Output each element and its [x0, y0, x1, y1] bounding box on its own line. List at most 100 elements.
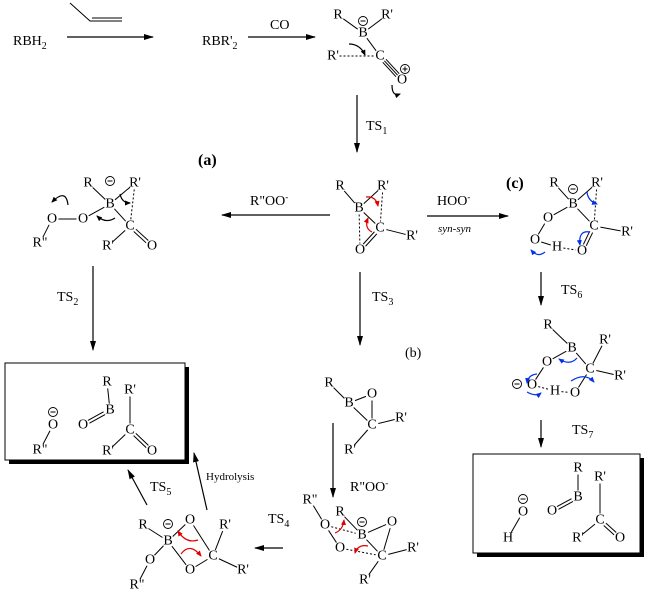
syn-syn-label: syn-syn	[438, 223, 471, 235]
electron-push-arrow	[119, 193, 131, 206]
atom-label: R'	[591, 176, 603, 191]
electron-push-arrow	[558, 357, 578, 364]
single-bond	[328, 530, 337, 543]
double-bond	[605, 522, 617, 533]
atom-label: H	[503, 531, 513, 546]
dashed-bond	[346, 548, 376, 556]
single-bond	[88, 206, 105, 217]
triple-bond	[385, 58, 400, 75]
electron-push-arrow	[391, 84, 401, 99]
single-bond	[575, 352, 587, 365]
atom-label: B	[357, 528, 366, 543]
atom-label: O	[527, 378, 537, 393]
single-bond	[537, 223, 546, 235]
atom-label: R'	[407, 541, 419, 556]
atom-label: R"	[32, 236, 47, 251]
atom-label: O	[547, 504, 557, 519]
atom-label: O	[185, 513, 195, 528]
atom-label: B	[568, 197, 577, 212]
arrow-ts5	[127, 469, 148, 506]
single-bond	[171, 545, 187, 566]
triple-bond	[382, 61, 397, 78]
double-bond	[558, 501, 574, 510]
single-bond	[42, 224, 50, 238]
atom-label: R	[83, 176, 93, 191]
atom-label: R'	[219, 518, 231, 533]
single-bond	[107, 388, 110, 404]
double-bond	[89, 414, 106, 424]
electron-push-arrow	[348, 43, 366, 56]
atom-label: O	[78, 418, 88, 433]
single-bond	[557, 187, 570, 200]
atom-label: O	[387, 515, 397, 530]
atom-label: O	[615, 531, 625, 546]
single-bond	[552, 350, 567, 360]
reagent-hydroperoxide: HOO-	[437, 192, 470, 209]
single-bond	[363, 212, 376, 224]
single-bond	[553, 206, 568, 216]
atom-label: O	[570, 386, 580, 401]
atom-label: B	[567, 341, 576, 356]
electron-push-arrow	[334, 519, 346, 534]
atom-label: R	[335, 505, 345, 520]
single-bond	[354, 395, 367, 402]
alkene-reagent	[69, 2, 122, 22]
double-bond	[87, 411, 104, 421]
double-bond	[365, 233, 378, 247]
single-bond	[333, 387, 345, 399]
atom-label: O	[48, 418, 58, 433]
atom-label: O	[518, 505, 528, 520]
ts5-label: TS5	[150, 480, 171, 498]
single-bond	[383, 528, 391, 550]
single-bond	[577, 208, 590, 222]
single-bond	[378, 419, 395, 424]
single-bond	[214, 530, 224, 551]
single-bond	[218, 558, 238, 568]
double-bond	[603, 525, 615, 536]
ts7-label: TS7	[572, 423, 593, 441]
double-bond	[585, 232, 594, 247]
atom-label: C	[375, 221, 384, 236]
product-box-a	[4, 362, 186, 461]
atom-label: B	[105, 403, 114, 418]
atom-label: O	[335, 541, 345, 556]
atom-label: O	[185, 563, 195, 578]
electron-push-arrow	[576, 231, 591, 246]
negative-charge-icon	[568, 184, 578, 194]
single-bond	[172, 524, 186, 537]
hydrolysis-label: Hydrolysis	[206, 471, 254, 483]
atom-label: O	[397, 73, 407, 88]
atom-label: R'	[406, 229, 418, 244]
ts4-label: TS4	[268, 512, 289, 530]
single-bond	[342, 18, 359, 30]
double-bond	[135, 432, 149, 446]
atom-label: R'	[102, 239, 114, 254]
ts3-label: TS3	[372, 290, 393, 308]
atom-label: O	[542, 355, 552, 370]
single-bond	[510, 517, 521, 533]
double-bond	[135, 228, 149, 241]
atom-label: O	[355, 243, 365, 258]
electron-push-arrow	[177, 530, 199, 542]
atom-label: O	[47, 212, 57, 227]
single-bond	[582, 523, 596, 535]
atom-label: O	[577, 244, 587, 259]
single-bond	[535, 367, 544, 380]
atom-label: B	[344, 396, 353, 411]
electron-push-arrow	[530, 249, 546, 256]
electron-push-arrow	[96, 215, 116, 222]
atom-label: R'	[102, 444, 114, 459]
electron-push-arrow	[363, 217, 373, 233]
atom-label: C	[125, 423, 134, 438]
atom-label: C	[585, 362, 594, 377]
single-bond	[139, 565, 148, 580]
atom-label: R'	[359, 573, 371, 588]
atom-label: R	[138, 518, 148, 533]
negative-charge-icon	[48, 407, 58, 417]
